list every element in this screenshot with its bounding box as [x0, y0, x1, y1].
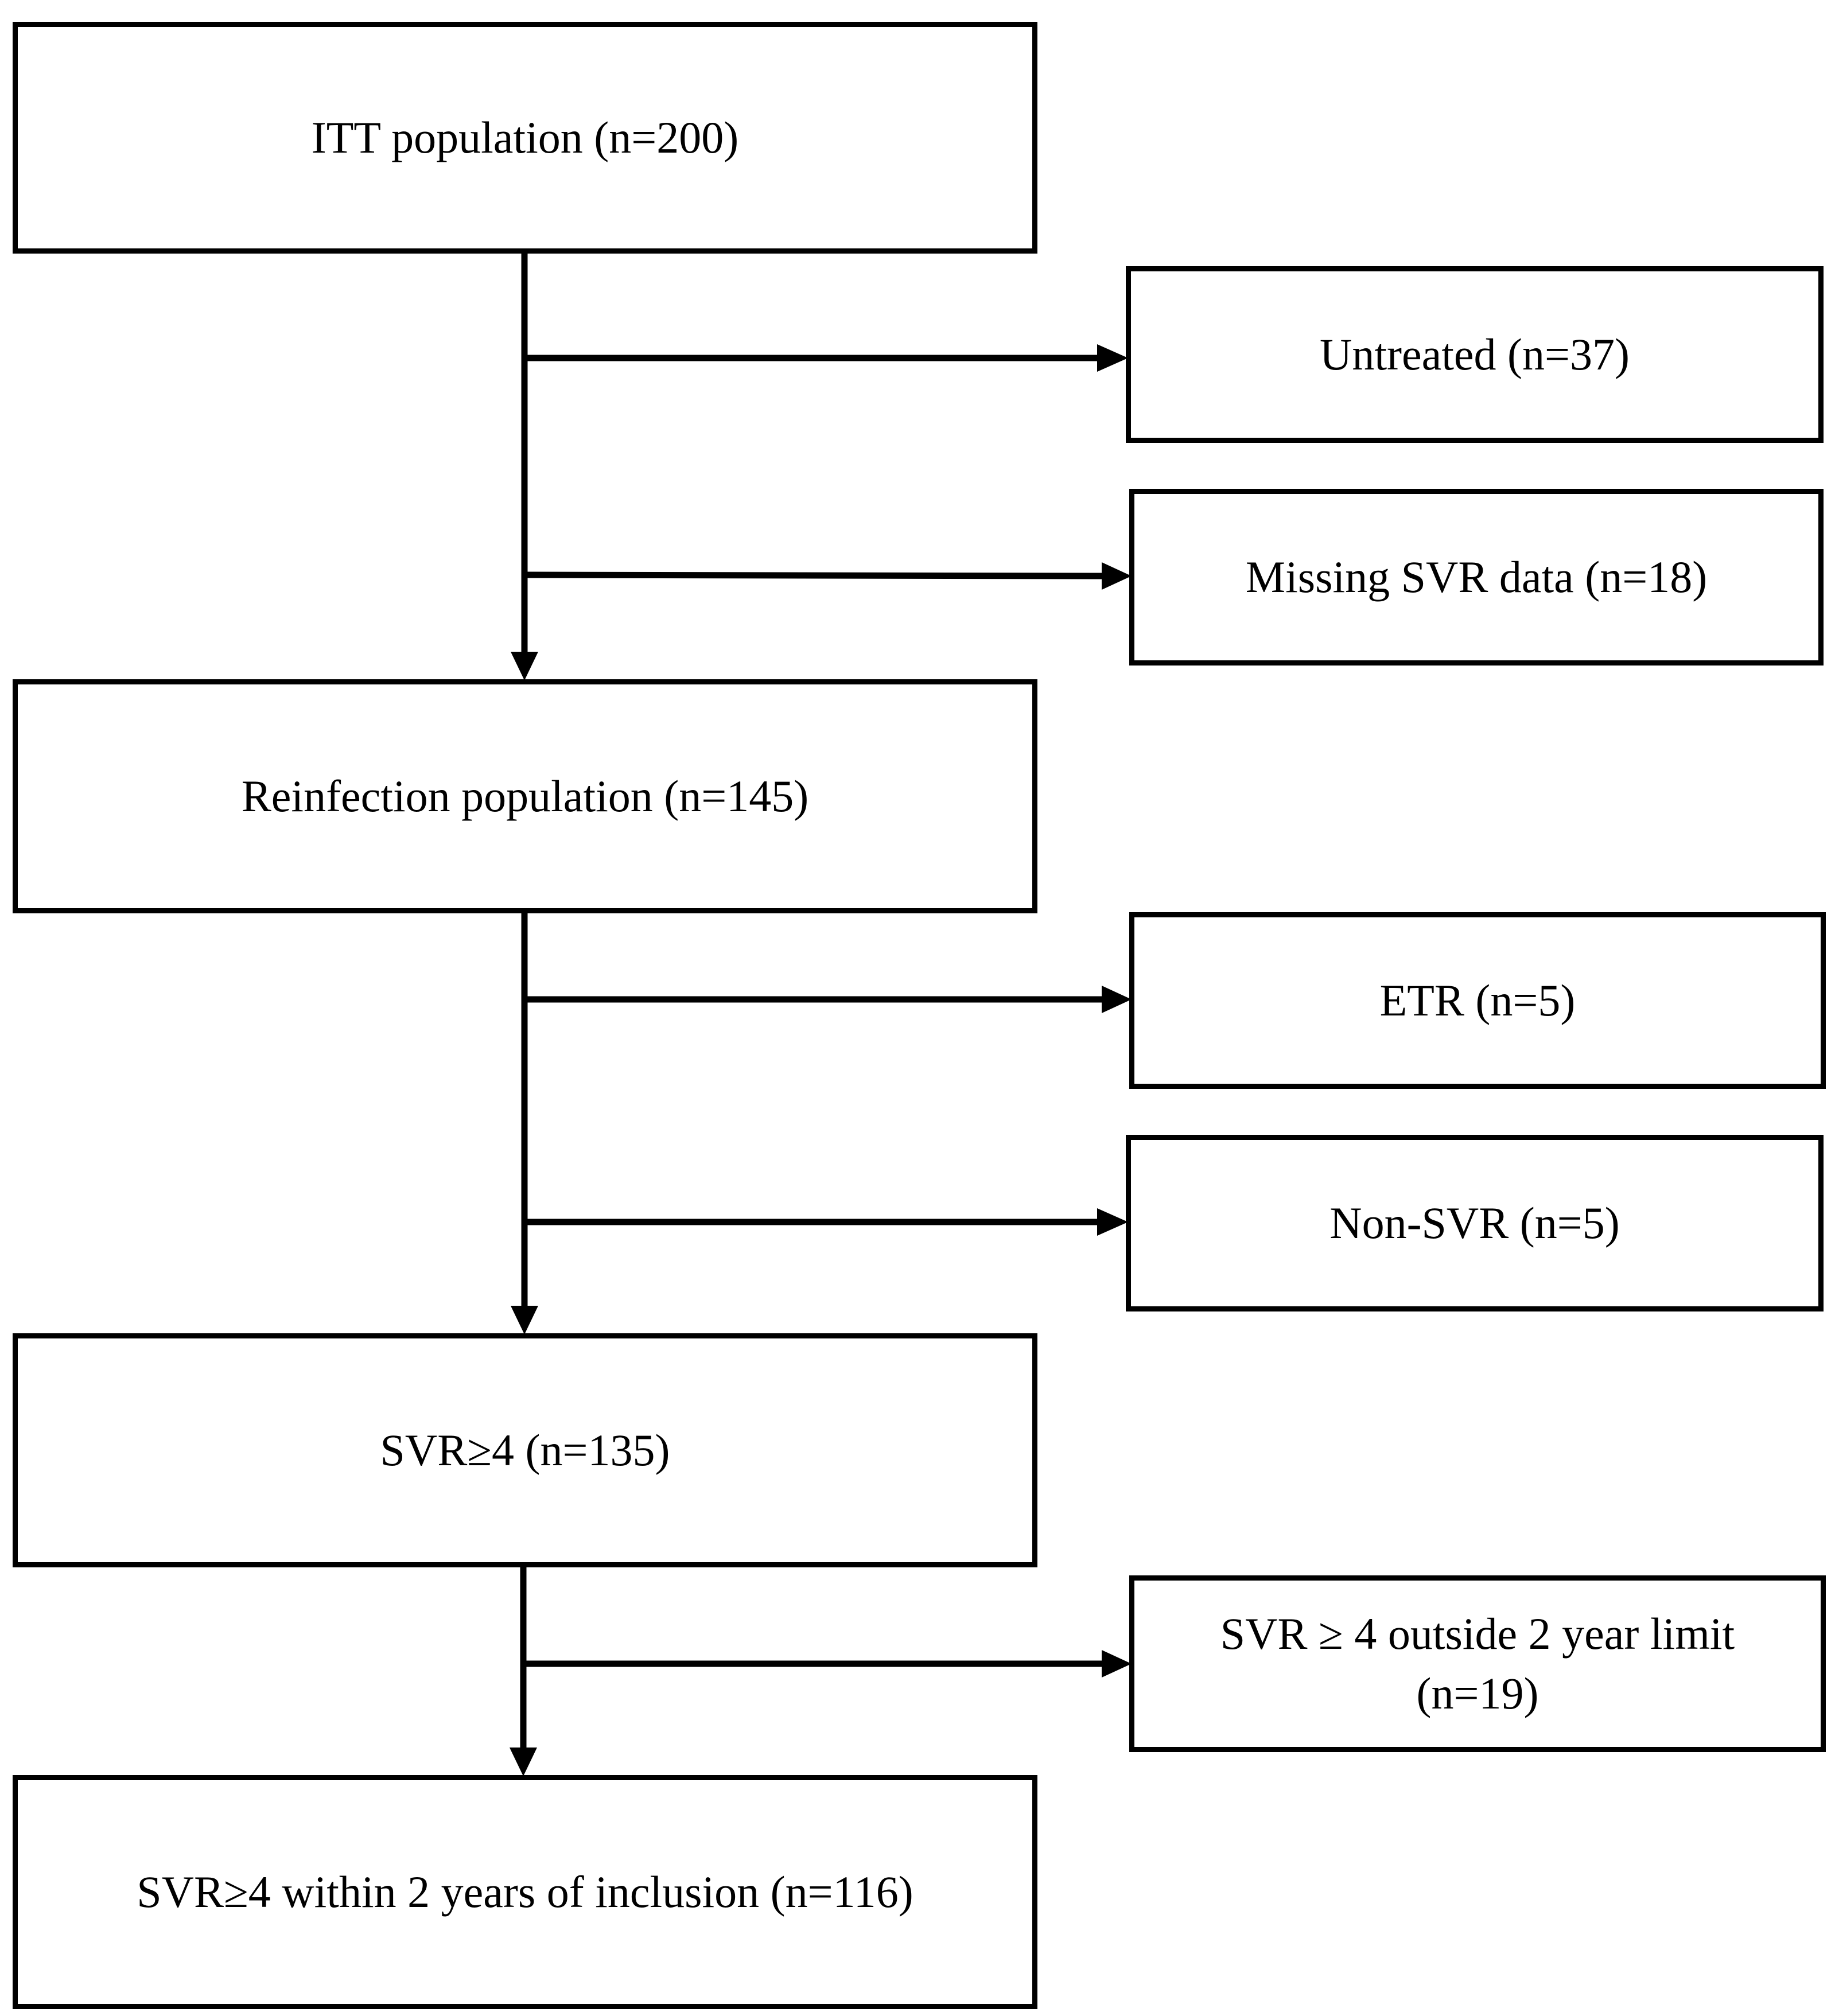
arrowhead-to-outside-limit — [1102, 1650, 1132, 1678]
arrowhead-to-etr — [1102, 986, 1132, 1013]
svr4-within-2-years-label: SVR≥4 within 2 years of inclusion (n=116… — [137, 1867, 913, 1917]
etr-label: ETR (n=5) — [1379, 975, 1576, 1026]
arrowhead-to-svr4-2y — [510, 1748, 537, 1776]
arrowhead-to-reinfection — [511, 652, 538, 680]
outside-2-year-limit-label-line2: (n=19) — [1416, 1668, 1539, 1718]
arrowhead-to-non-svr — [1097, 1208, 1128, 1236]
itt-population-label: ITT population (n=200) — [311, 112, 739, 163]
itt-population-box: ITT population (n=200) — [13, 22, 1037, 254]
branch-line-missing-svr — [524, 571, 1108, 579]
arrowhead-to-missing-svr — [1102, 562, 1132, 590]
reinfection-population-label: Reinfection population (n=145) — [241, 771, 809, 822]
non-svr-box: Non-SVR (n=5) — [1126, 1135, 1824, 1311]
arrowhead-to-untreated — [1097, 344, 1128, 372]
svr4-within-2-years-box: SVR≥4 within 2 years of inclusion (n=116… — [13, 1775, 1037, 2009]
svr4-label: SVR≥4 (n=135) — [380, 1425, 670, 1476]
untreated-box: Untreated (n=37) — [1126, 266, 1824, 443]
outside-2-year-limit-box: SVR ≥ 4 outside 2 year limit (n=19) — [1129, 1575, 1826, 1752]
reinfection-population-box: Reinfection population (n=145) — [13, 679, 1037, 913]
missing-svr-data-box: Missing SVR data (n=18) — [1129, 489, 1824, 665]
missing-svr-data-label: Missing SVR data (n=18) — [1245, 552, 1708, 602]
svr4-box: SVR≥4 (n=135) — [13, 1333, 1037, 1567]
etr-box: ETR (n=5) — [1129, 912, 1826, 1089]
untreated-label: Untreated (n=37) — [1320, 329, 1630, 380]
outside-2-year-limit-label-line1: SVR ≥ 4 outside 2 year limit — [1220, 1609, 1735, 1659]
non-svr-label: Non-SVR (n=5) — [1329, 1198, 1620, 1248]
arrowhead-to-svr4 — [511, 1306, 538, 1334]
